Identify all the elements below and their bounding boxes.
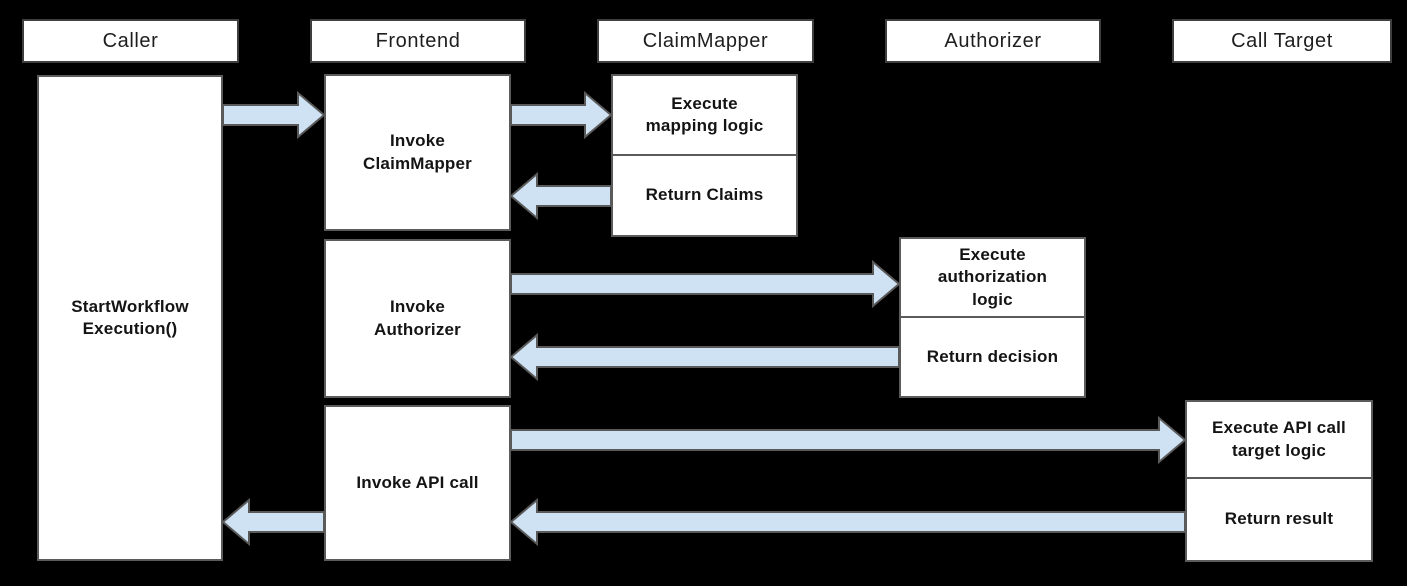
lane-header-authorizer: Authorizer	[885, 19, 1101, 63]
arrow-frontend-to-caller	[221, 497, 325, 547]
step-invoke-claimmapper: Invoke ClaimMapper	[324, 74, 511, 231]
step-invoke-api-call: Invoke API call	[324, 405, 511, 561]
lane-header-caller: Caller	[22, 19, 239, 63]
step-return-decision: Return decision	[899, 316, 1086, 398]
arrow-frontend-to-calltarget	[510, 415, 1187, 465]
arrow-calltarget-to-frontend	[509, 497, 1186, 547]
arrow-authorizer-to-frontend	[509, 332, 900, 382]
arrow-claimmapper-to-frontend	[509, 171, 612, 221]
arrow-frontend-to-claimmapper	[510, 90, 613, 140]
lane-header-calltarget: Call Target	[1172, 19, 1392, 63]
step-return-claims: Return Claims	[611, 154, 798, 237]
lane-header-frontend: Frontend	[310, 19, 526, 63]
arrow-caller-to-frontend	[222, 90, 326, 140]
step-execute-api-call-target-logic: Execute API call target logic	[1185, 400, 1373, 479]
lane-header-claimmapper: ClaimMapper	[597, 19, 814, 63]
step-invoke-authorizer: Invoke Authorizer	[324, 239, 511, 398]
step-start-workflow-execution: StartWorkflow Execution()	[37, 75, 223, 561]
arrow-frontend-to-authorizer	[510, 259, 901, 309]
step-execute-authorization-logic: Execute authorization logic	[899, 237, 1086, 318]
step-return-result: Return result	[1185, 477, 1373, 562]
step-execute-mapping-logic: Execute mapping logic	[611, 74, 798, 156]
